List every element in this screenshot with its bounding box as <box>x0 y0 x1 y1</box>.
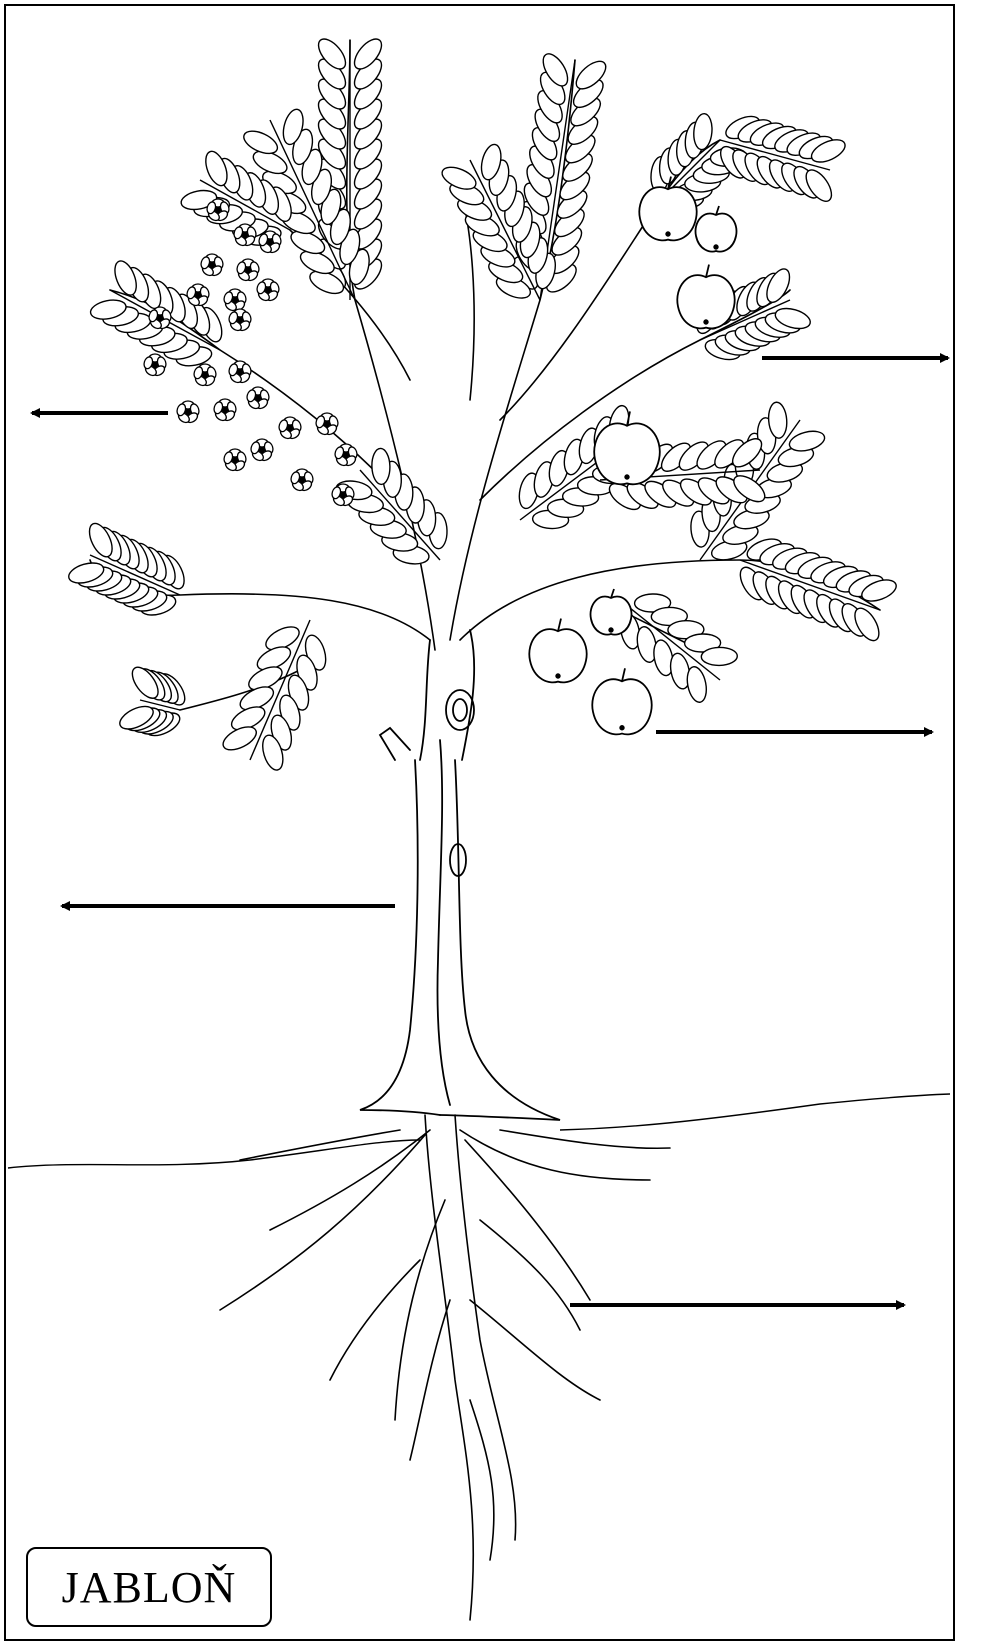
flower <box>176 401 201 424</box>
flower <box>228 361 253 384</box>
flower <box>290 469 315 492</box>
leaf <box>701 647 737 666</box>
flower <box>334 444 359 467</box>
apple <box>677 265 734 329</box>
flower <box>250 439 275 462</box>
leaf <box>371 448 390 484</box>
flower <box>200 254 225 277</box>
roots <box>220 1115 670 1620</box>
label-arrows <box>32 358 948 1305</box>
flower <box>256 279 281 302</box>
flower <box>278 417 303 440</box>
flower <box>193 364 218 387</box>
flower <box>315 413 340 436</box>
apple <box>529 619 586 683</box>
apple <box>592 668 651 734</box>
trunk <box>360 630 560 1120</box>
flower <box>213 399 238 422</box>
ground-line <box>8 1094 950 1168</box>
flower <box>246 387 271 410</box>
flower <box>258 231 283 254</box>
title-box: JABLOŇ <box>26 1547 272 1627</box>
flower <box>228 309 253 332</box>
title-text: JABLOŇ <box>62 1562 237 1613</box>
flower <box>236 259 261 282</box>
apple <box>591 589 632 635</box>
leaf <box>684 665 709 704</box>
flower <box>223 449 248 472</box>
flower <box>223 289 248 312</box>
apple <box>696 206 737 252</box>
flower <box>143 354 168 377</box>
